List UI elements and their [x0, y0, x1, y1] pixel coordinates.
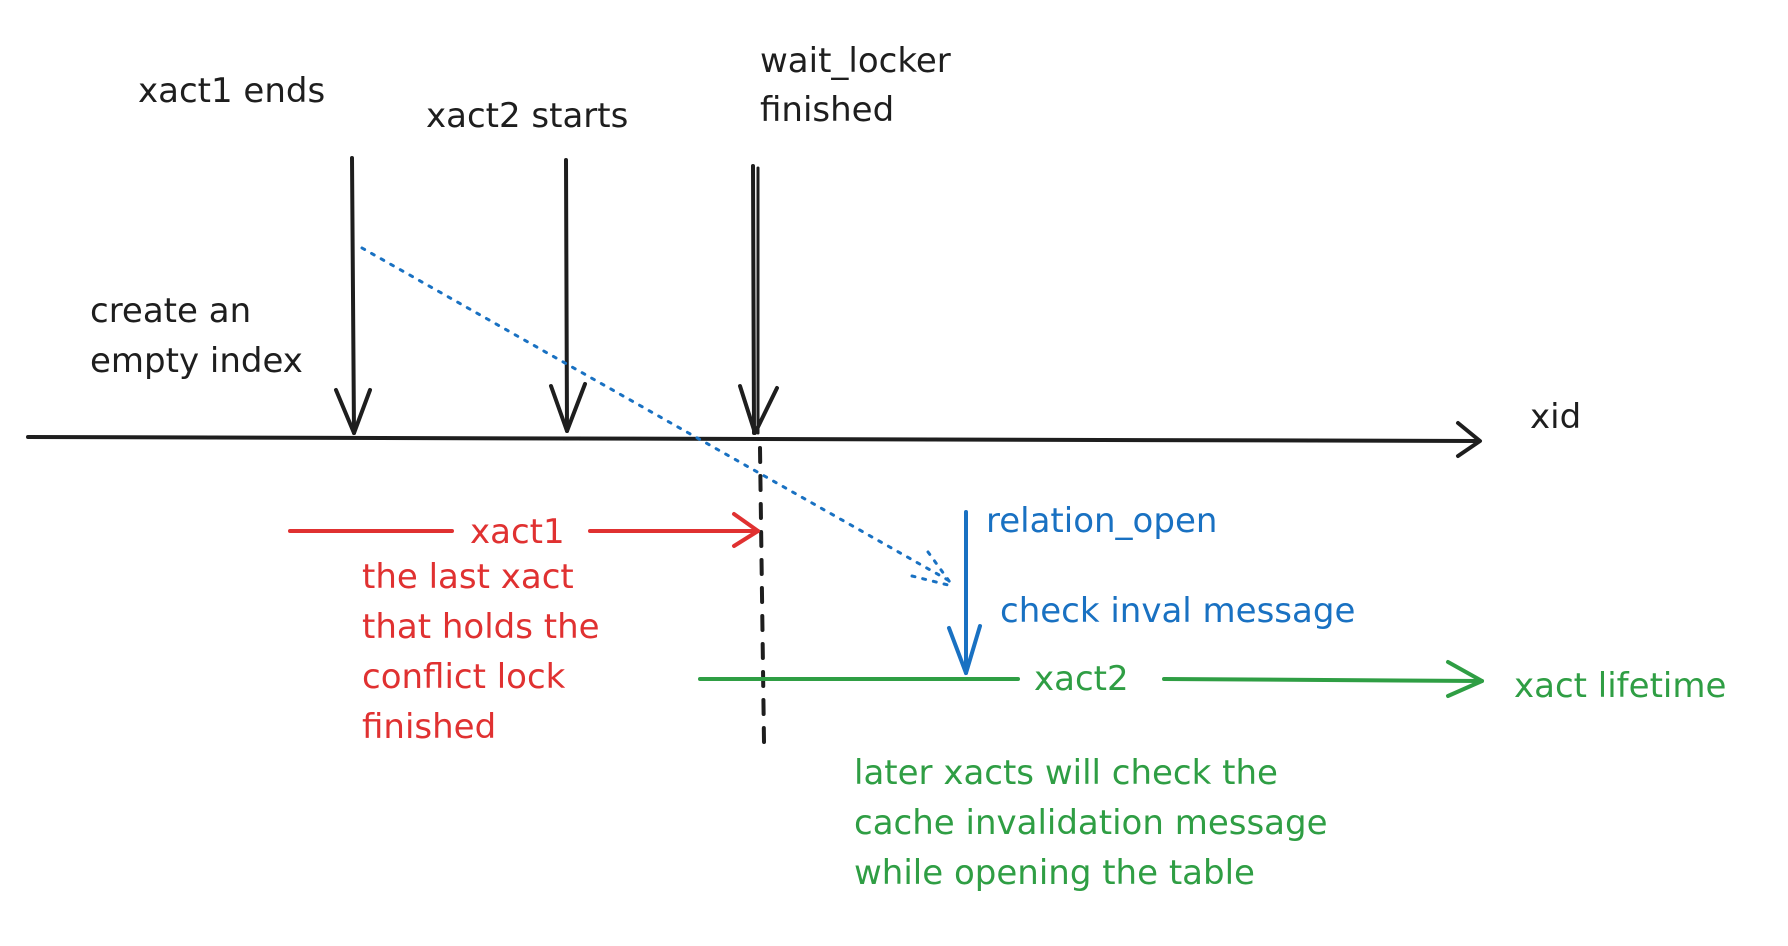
xid-axis-line: [26, 435, 1480, 443]
wait-locker-label-line1: wait_locker: [760, 41, 951, 81]
check-inval-label: check inval message: [1000, 591, 1355, 631]
xact1-note-line3: conflict lock: [362, 657, 566, 697]
xact2-starts-arrowhead: [549, 382, 587, 433]
xact1-note-line4: finished: [362, 707, 496, 747]
invalidation-dotted-line: [360, 246, 957, 586]
relation-open-label: relation_open: [986, 501, 1217, 541]
later-xacts-note-line2: cache invalidation message: [854, 803, 1328, 843]
invalidation-dotted-tick-a: [910, 574, 954, 588]
relation-open-arrowhead: [947, 624, 982, 675]
xact1-note-line1: the last xact: [362, 557, 574, 597]
later-xacts-note-line3: while opening the table: [854, 853, 1255, 893]
xact1-note-line2: that holds the: [362, 607, 600, 647]
create-index-label-line2: empty index: [90, 341, 303, 381]
xact1-span-label: xact1: [470, 512, 565, 552]
invalidation-dotted-tick-b: [926, 550, 954, 587]
xact2-span-arrowhead: [1446, 660, 1484, 698]
xact-lifetime-label: xact lifetime: [1514, 666, 1726, 706]
xid-axis-label: xid: [1530, 397, 1581, 437]
create-index-label-line1: create an: [90, 291, 251, 331]
xact2-starts-label: xact2 starts: [426, 96, 628, 136]
wait-locker-arrow: [751, 164, 756, 435]
xact1-ends-label: xact1 ends: [138, 71, 325, 111]
xact2-starts-arrow: [564, 158, 569, 433]
xact2-span-line-right: [1162, 677, 1484, 683]
xid-axis-arrowhead: [1456, 421, 1482, 458]
later-xacts-note-line1: later xacts will check the: [854, 753, 1278, 793]
boundary-dashed-line: [758, 446, 766, 744]
xact1-ends-arrow: [350, 156, 356, 435]
wait-locker-arrowhead: [738, 384, 779, 435]
xact1-ends-arrowhead: [334, 388, 372, 435]
wait-locker-label-line2: finished: [760, 90, 894, 130]
xact2-span-label: xact2: [1034, 659, 1129, 699]
xact1-span-arrowhead: [732, 512, 760, 548]
